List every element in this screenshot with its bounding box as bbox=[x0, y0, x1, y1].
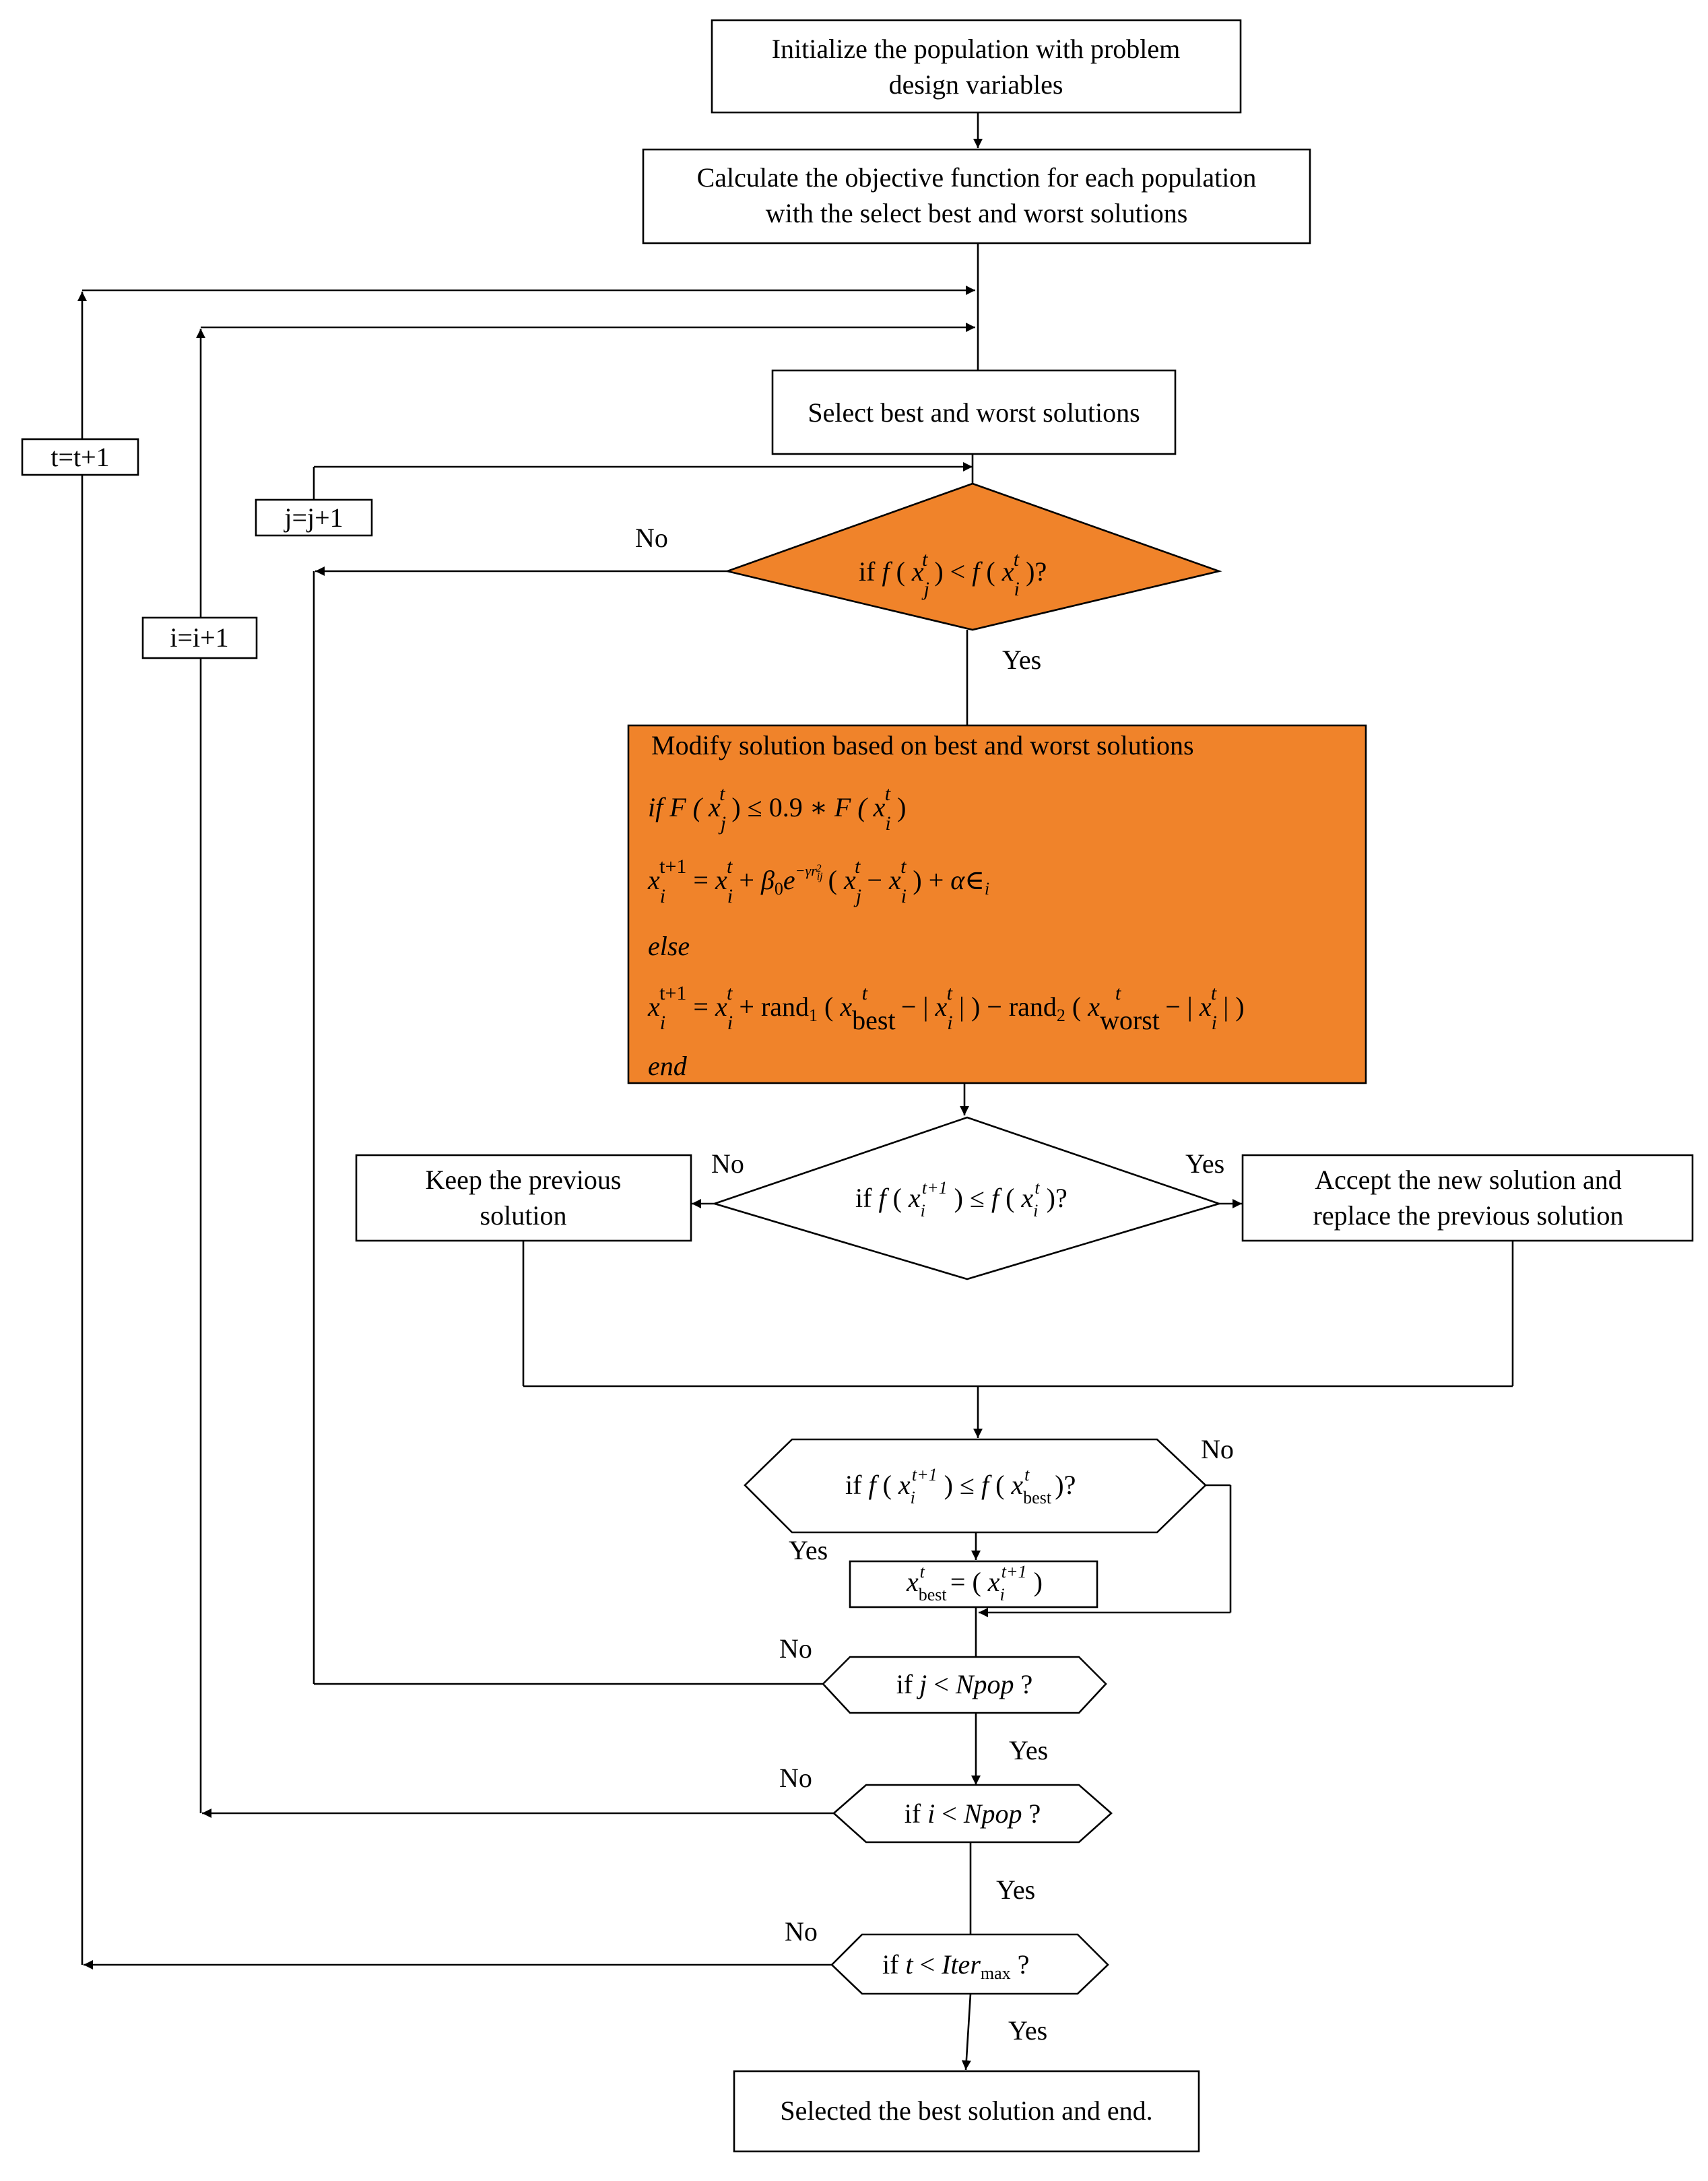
compare-decision: if f ( xjt ) < f ( xit )? bbox=[724, 482, 1222, 631]
t-loop-decision: if t < Itermax ? bbox=[830, 1933, 1109, 1995]
accept-new-decision: if f ( xit+1 ) ≤ f ( xit )? bbox=[711, 1116, 1222, 1280]
select-box-label: Select best and worst solutions bbox=[808, 397, 1140, 428]
accept-no-label: No bbox=[711, 1148, 744, 1179]
best-assign-box: xbestt = ( xit+1 ) bbox=[849, 1560, 1098, 1608]
j-loop-no-label: No bbox=[779, 1633, 812, 1664]
calc-box: Calculate the objective function for eac… bbox=[642, 148, 1311, 245]
best-no-label: No bbox=[1201, 1434, 1234, 1464]
t-loop-no-label: No bbox=[785, 1916, 818, 1947]
i-counter-box: i=i+1 bbox=[141, 616, 258, 659]
modify-line5: end bbox=[648, 1051, 688, 1081]
compare-yes-label: Yes bbox=[1002, 645, 1041, 675]
t-counter-label: t=t+1 bbox=[51, 442, 109, 472]
j-loop-text: if j < Npop ? bbox=[896, 1669, 1033, 1699]
t-counter-box: t=t+1 bbox=[21, 438, 139, 476]
j-loop-yes-label: Yes bbox=[1009, 1735, 1048, 1765]
keep-box-line2: solution bbox=[480, 1200, 567, 1231]
init-box: Initialize the population with problem d… bbox=[711, 19, 1242, 114]
accept-box-line1: Accept the new solution and bbox=[1315, 1165, 1621, 1195]
connectors bbox=[77, 112, 1514, 2071]
j-counter-box: j=j+1 bbox=[255, 498, 373, 537]
i-loop-yes-label: Yes bbox=[996, 1875, 1035, 1905]
calc-box-line1: Calculate the objective function for eac… bbox=[697, 162, 1257, 193]
compare-no-label: No bbox=[635, 523, 668, 553]
j-loop-decision: if j < Npop ? bbox=[822, 1656, 1107, 1714]
accept-box-line2: replace the previous solution bbox=[1313, 1200, 1624, 1231]
calc-box-line2: with the select best and worst solutions bbox=[766, 198, 1188, 228]
i-loop-decision: if i < Npop ? bbox=[832, 1784, 1113, 1844]
modify-line3: else bbox=[648, 931, 690, 961]
i-loop-text: if i < Npop ? bbox=[905, 1798, 1041, 1829]
keep-previous-box: Keep the previous solution bbox=[355, 1154, 692, 1242]
modify-title: Modify solution based on best and worst … bbox=[651, 730, 1194, 760]
j-counter-label: j=j+1 bbox=[283, 502, 343, 533]
t-loop-text: if t < Itermax ? bbox=[882, 1949, 1029, 1983]
t-loop-yes-label: Yes bbox=[1008, 2015, 1047, 2046]
best-yes-label: Yes bbox=[789, 1535, 828, 1565]
modify-solution-box: Modify solution based on best and worst … bbox=[627, 724, 1367, 1084]
init-box-line2: design variables bbox=[889, 69, 1063, 100]
best-assign-text: xbestt = ( xit+1 ) bbox=[906, 1562, 1043, 1604]
best-update-decision: if f ( xit+1 ) ≤ f ( xbestt )? bbox=[744, 1438, 1207, 1534]
i-counter-label: i=i+1 bbox=[170, 622, 228, 653]
end-box-label: Selected the best solution and end. bbox=[780, 2095, 1152, 2126]
branch-labels: No Yes No Yes No Yes No Yes No Yes No Ye… bbox=[635, 523, 1234, 2046]
i-loop-no-label: No bbox=[779, 1763, 812, 1793]
accept-yes-label: Yes bbox=[1185, 1148, 1224, 1179]
keep-box-line1: Keep the previous bbox=[425, 1165, 621, 1195]
end-box: Selected the best solution and end. bbox=[733, 2070, 1200, 2153]
select-box: Select best and worst solutions bbox=[771, 369, 1177, 455]
init-box-line1: Initialize the population with problem bbox=[772, 34, 1181, 64]
accept-new-box: Accept the new solution and replace the … bbox=[1241, 1154, 1694, 1242]
